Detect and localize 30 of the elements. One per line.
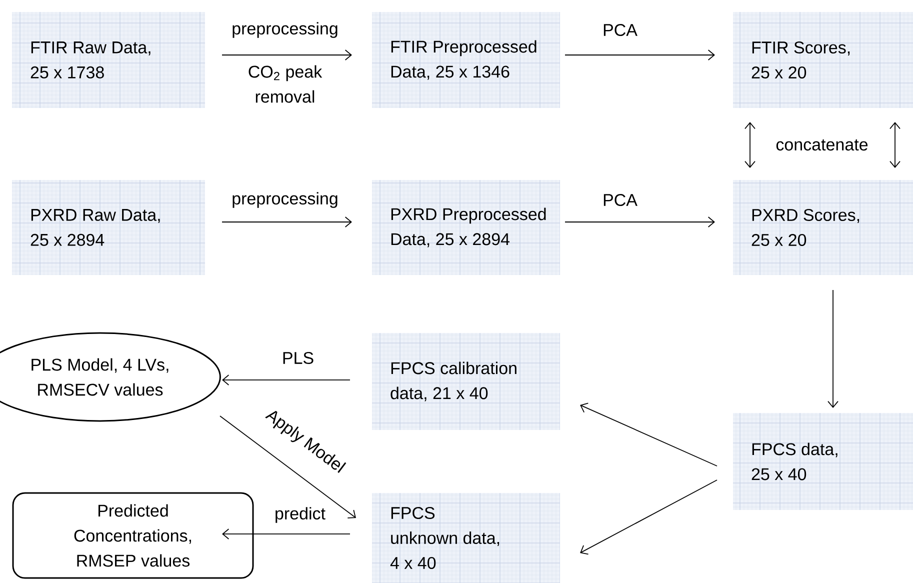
data-box: FTIR Preprocessed Data, 25 x 1346 [372, 12, 560, 108]
edge-label: PCA [602, 192, 638, 207]
edge-label: PLS [280, 350, 316, 365]
data-box: FTIR Raw Data, 25 x 1738 [12, 12, 205, 108]
arrow [828, 290, 838, 408]
data-box: FPCS unknown data, 4 x 40 [372, 492, 560, 583]
arrow [580, 480, 718, 555]
arrow [564, 50, 715, 60]
data-box: PXRD Scores, 25 x 20 [733, 180, 913, 275]
data-box: FPCS calibration data, 21 x 40 [372, 332, 560, 430]
edge-label: preprocessing [230, 21, 340, 39]
arrow [220, 416, 356, 518]
arrow [580, 402, 718, 466]
arrow [222, 216, 352, 228]
data-box: FPCS data, 25 x 40 [733, 412, 913, 510]
result-box: Predicted Concentrations, RMSEP values [12, 492, 254, 579]
data-box: PXRD Preprocessed Data, 25 x 2894 [372, 180, 560, 275]
arrow [222, 50, 352, 60]
edge-label: predict [274, 506, 327, 524]
step-note: CO$_{2}$ peak removal [248, 65, 322, 103]
arrow [222, 528, 350, 540]
arrow [744, 122, 756, 168]
arrow [564, 216, 715, 228]
edge-label: concatenate [774, 138, 870, 152]
edge-label: PCA [602, 22, 638, 37]
arrow [222, 374, 350, 386]
data-box: FTIR Scores, 25 x 20 [733, 12, 913, 108]
data-box: PXRD Raw Data, 25 x 2894 [12, 180, 205, 275]
arrow [890, 122, 900, 168]
edge-label: preprocessing [230, 191, 340, 209]
